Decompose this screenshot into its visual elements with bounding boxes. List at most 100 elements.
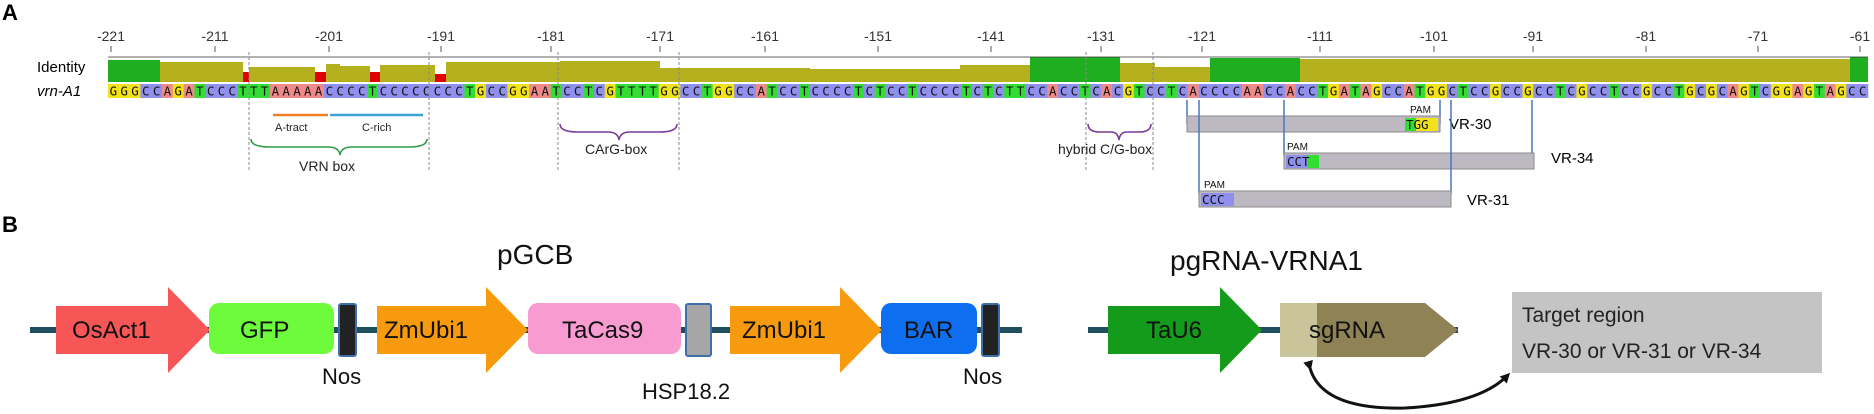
identity-segment bbox=[810, 69, 960, 82]
base-letter: C bbox=[1071, 84, 1079, 99]
hsp-terminator bbox=[685, 303, 712, 357]
base-cell bbox=[431, 84, 444, 98]
base-letter: T bbox=[1351, 84, 1359, 99]
base-cell bbox=[496, 84, 508, 98]
base-letter: C bbox=[326, 84, 334, 99]
base-letter: A bbox=[272, 84, 280, 99]
base-letter: C bbox=[1276, 84, 1284, 99]
base-cell bbox=[1112, 84, 1124, 98]
base-cell bbox=[615, 84, 627, 98]
sequence-label: vrn-A1 bbox=[37, 83, 81, 100]
base-cell bbox=[1176, 84, 1189, 98]
base-letter: C bbox=[973, 84, 981, 99]
identity-segment bbox=[160, 62, 243, 82]
base-cell bbox=[1684, 84, 1696, 98]
base-cell bbox=[453, 84, 465, 98]
base-cell bbox=[410, 84, 422, 98]
base-cell bbox=[1328, 84, 1340, 98]
base-letter: T bbox=[984, 84, 992, 99]
base-cell bbox=[1382, 84, 1394, 98]
base-letter: C bbox=[1449, 84, 1457, 99]
base-cell bbox=[1857, 84, 1869, 98]
base-cell bbox=[183, 84, 195, 98]
identity-segment bbox=[380, 65, 435, 82]
base-letter: C bbox=[1513, 84, 1521, 99]
base-letter: T bbox=[1081, 84, 1089, 99]
base-cell bbox=[842, 84, 854, 98]
base-cell bbox=[626, 84, 638, 98]
base-letter: A bbox=[304, 84, 312, 99]
base-cell bbox=[313, 84, 325, 98]
base-cell bbox=[1803, 84, 1815, 98]
base-letter: C bbox=[1222, 84, 1230, 99]
base-letter: C bbox=[865, 84, 873, 99]
base-cell bbox=[680, 84, 692, 98]
base-cell bbox=[194, 84, 206, 98]
identity-segment bbox=[446, 62, 560, 82]
base-cell bbox=[1187, 84, 1199, 98]
base-letter: T bbox=[768, 84, 776, 99]
tick-label: -111 bbox=[1307, 28, 1333, 44]
target-line1: Target region bbox=[1522, 304, 1645, 327]
base-cell bbox=[1425, 84, 1437, 98]
base-cell bbox=[345, 84, 357, 98]
base-cell bbox=[1241, 84, 1253, 98]
base-cell bbox=[1792, 84, 1804, 98]
base-cell bbox=[1479, 84, 1491, 98]
identity-segment bbox=[326, 64, 340, 82]
base-cell bbox=[1166, 84, 1178, 98]
base-letter: C bbox=[1179, 84, 1187, 99]
vr30-pam-label: PAM bbox=[1410, 105, 1431, 116]
base-letter: C bbox=[412, 84, 420, 99]
base-cell bbox=[723, 84, 735, 98]
base-cell bbox=[1630, 84, 1642, 98]
identity-segment bbox=[315, 72, 326, 82]
base-cell bbox=[583, 84, 595, 98]
base-cell bbox=[140, 84, 152, 98]
panel-b-letter: B bbox=[2, 212, 18, 237]
base-cell bbox=[539, 84, 551, 98]
base-letter: G bbox=[671, 84, 679, 99]
base-cell bbox=[928, 84, 940, 98]
base-cell bbox=[1749, 84, 1761, 98]
base-letter: C bbox=[1038, 84, 1046, 99]
base-cell bbox=[1090, 84, 1102, 98]
base-cell bbox=[637, 84, 649, 98]
base-letter: T bbox=[552, 84, 560, 99]
base-letter: T bbox=[1135, 84, 1143, 99]
base-cell bbox=[1004, 84, 1016, 98]
base-cell bbox=[1155, 84, 1167, 98]
base-cell bbox=[518, 84, 530, 98]
base-cell bbox=[896, 84, 908, 98]
base-letter: C bbox=[153, 84, 161, 99]
base-letter: C bbox=[1762, 84, 1770, 99]
base-letter: T bbox=[1416, 84, 1424, 99]
base-letter: C bbox=[995, 84, 1003, 99]
base-letter: C bbox=[682, 84, 690, 99]
base-letter: A bbox=[315, 84, 323, 99]
base-cell bbox=[529, 84, 541, 98]
base-cell bbox=[205, 84, 217, 98]
base-cell bbox=[1414, 84, 1426, 98]
base-letter: T bbox=[650, 84, 658, 99]
target-line2: VR-30 or VR-31 or VR-34 bbox=[1522, 340, 1762, 363]
base-cell bbox=[1565, 84, 1577, 98]
base-letter: T bbox=[369, 84, 377, 99]
base-letter: C bbox=[207, 84, 215, 99]
nos2-terminator bbox=[981, 303, 1000, 357]
base-cell bbox=[118, 84, 130, 98]
base-cell bbox=[1619, 84, 1631, 98]
base-cell bbox=[421, 84, 433, 98]
base-letter: C bbox=[1621, 84, 1629, 99]
tick-label: -131 bbox=[1087, 28, 1115, 44]
base-cell bbox=[1068, 84, 1081, 98]
base-cell bbox=[1371, 84, 1383, 98]
base-cell bbox=[971, 84, 983, 98]
base-letter: G bbox=[660, 84, 668, 99]
tau6-label: TaU6 bbox=[1146, 317, 1202, 344]
base-letter: T bbox=[876, 84, 884, 99]
nos1-terminator bbox=[338, 303, 357, 357]
base-cell bbox=[1436, 84, 1448, 98]
base-letter: C bbox=[811, 84, 819, 99]
